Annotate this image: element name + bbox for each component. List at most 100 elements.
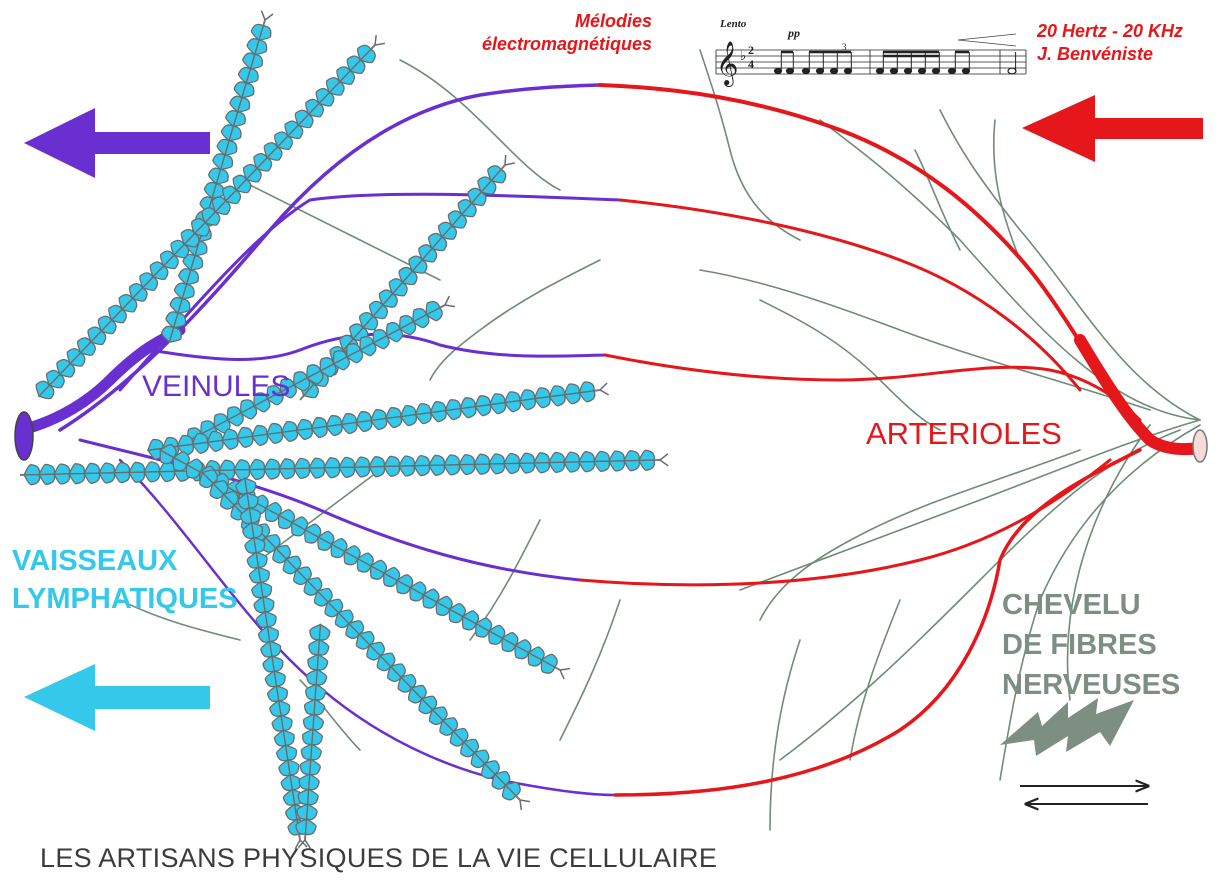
time-signature: 2 [748,43,754,57]
lymph-valve-lobe [459,455,474,465]
treble-clef-icon: 𝄞 [716,41,738,87]
lymph-valve-lobe [282,430,298,441]
lymph-valve-lobe [299,774,310,789]
note-head [904,68,911,73]
lymph-valve-lobe [84,463,99,473]
lymph-valve-lobe [254,597,265,613]
lymph-valve-lobe [444,455,459,465]
lymph-valve-lobe [310,759,321,775]
lymph-valve-lobe [309,468,324,478]
lymph-valve-lobe [305,699,315,714]
note-head [844,68,851,73]
note-head [932,68,939,73]
lymph-valve-lobe [431,411,447,422]
lymph-valve-lobe [564,452,579,462]
melodies-label: Mélodies électromagnétiques [482,10,652,56]
lymph-valve-lobe [300,759,311,774]
note-head [786,68,793,73]
nerve-fibre [770,640,800,830]
lymph-vessel-tip [445,296,455,307]
melodies-line-2: électromagnétiques [482,33,652,56]
lymph-valve-lobe [609,451,624,461]
lymph-valve-lobe [579,391,595,402]
lymph-vessel [20,450,668,484]
lymph-valve-lobe [267,432,283,443]
lymph-valve-lobe [272,715,283,731]
lymph-valve-lobe [307,804,318,820]
lymph-arrow-icon [24,664,210,731]
lymph-vessel-tip [560,669,570,680]
lymph-valve-lobe [277,745,288,761]
lymph-valve-lobe [489,454,504,464]
lymph-valve-lobe [193,442,209,453]
lymph-valve-lobe [384,456,399,466]
arteriole [620,200,1080,390]
lymph-valve-lobe [144,472,159,482]
lymph-valve-lobe [219,460,234,470]
artery-arrow-icon [1022,95,1203,162]
lymph-valve-lobe [247,552,258,568]
frequency-label: 20 Hertz - 20 KHz [1037,20,1183,43]
lymph-valve-lobe [416,413,432,424]
lightning-icon [1000,698,1134,756]
lymph-valve-lobe [283,790,294,806]
lymph-valve-lobe [263,656,274,672]
lymph-valve-lobe [304,714,315,729]
lymph-valve-lobe [519,463,534,473]
lymph-valve-lobe [54,464,69,474]
lymph-valve-lobe [252,582,263,598]
lymph-valve-lobe [308,789,319,805]
lymph-valve-lobe [475,405,491,416]
lymph-valve-lobe [54,474,69,484]
lymph-valve-lobe [519,453,534,463]
half-note-head [1008,68,1016,74]
score-dynamic: pp [787,26,800,40]
veins-label: VEINULES [142,370,290,404]
lymph-valve-lobe [445,409,461,420]
lymph-valve-lobe [24,465,39,475]
lymph-valve-lobe [339,467,354,477]
nerve-fibre [760,300,940,430]
lymph-valve-lobe [249,567,260,583]
time-signature-lower: 4 [748,57,754,71]
lymph-valve-lobe [429,465,444,475]
nerve-fibre [940,110,1200,420]
nerve-fibre [915,150,960,250]
lymph-label-line-1: VAISSEAUX [12,542,238,580]
lymph-valve-lobe [294,468,309,478]
lymph-valve-lobe [579,452,594,462]
nerves-label: CHEVELU DE FIBRES NERVEUSES [1002,585,1180,705]
lymph-valve-lobe [624,461,639,471]
lymph-valve-lobe [474,464,489,474]
lymph-valve-lobe [356,421,372,432]
lymph-valve-lobe [129,472,144,482]
lymph-valve-lobe [281,775,292,791]
lymph-valve-lobe [69,464,84,474]
frequency-author-label: 20 Hertz - 20 KHz J. Benvéniste [1037,20,1183,66]
lymph-valve-lobe [341,423,357,434]
lymph-valve-lobe [265,671,276,687]
note-head [802,68,809,73]
lymph-valve-lobe [252,434,268,445]
nerve-fibre [400,60,560,190]
flat-sign: ♭ [740,49,746,64]
score-tuplet: 3 [842,42,847,52]
lymph-valve-lobe [639,460,654,470]
lymph-valve-lobe [564,393,580,404]
lymph-valve-lobe [444,465,459,475]
artery-trunk-opening [1193,430,1207,462]
lymph-valve-lobe [549,452,564,462]
lymph-valve-lobe [84,473,99,483]
note-head [830,68,837,73]
lymph-valve-lobe [315,684,326,700]
lymph-valve-lobe [534,453,549,463]
arteriole [580,460,1110,585]
lymph-valve-lobe [460,407,476,418]
lymph-valve-lobe [520,399,536,410]
lymph-valve-lobe [279,760,290,776]
arteries-label: ARTERIOLES [866,416,1062,452]
lymph-valve-lobe [309,640,319,655]
lymph-valve-lobe [505,401,521,412]
lymph-valve-lobe [294,458,309,468]
nerves-label-line-1: CHEVELU [1002,585,1180,625]
